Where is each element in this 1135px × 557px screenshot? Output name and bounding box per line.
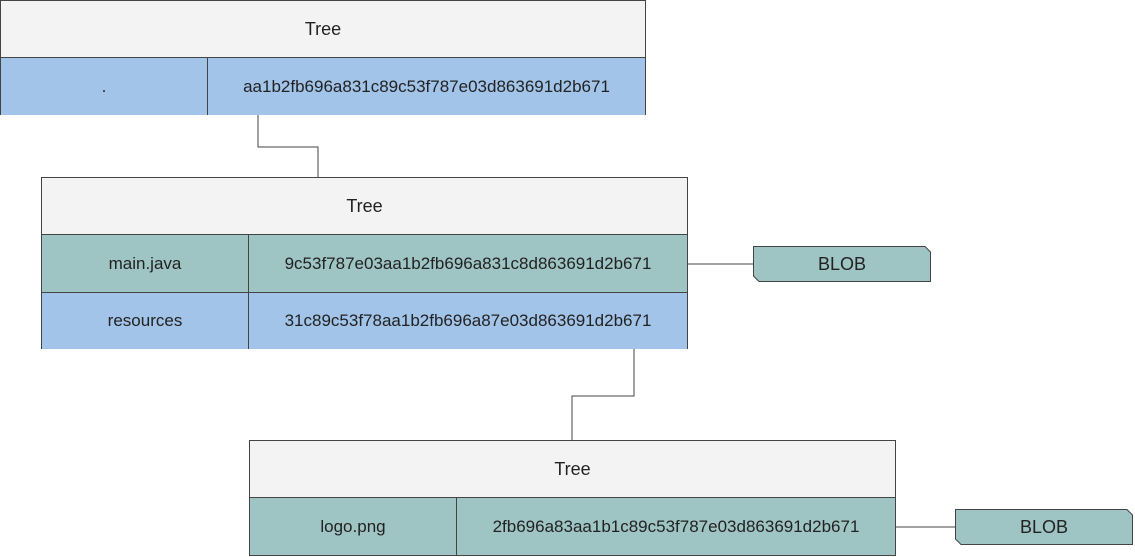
- blob-node-logo-png: BLOB: [955, 509, 1133, 545]
- entry-hash: aa1b2fb696a831c89c53f787e03d863691d2b671: [243, 76, 610, 96]
- entry-name: logo.png: [250, 498, 457, 555]
- entry-name: .: [1, 58, 208, 115]
- entry-hash: 9c53f787e03aa1b2fb696a831c8d863691d2b671: [284, 253, 652, 273]
- tree-entry-row: . aa1b2fb696a831c89c53f787e03d863691d2b6…: [1, 58, 645, 115]
- tree-header: Tree: [42, 178, 687, 235]
- tree-header: Tree: [1, 1, 645, 58]
- entry-hash: 31c89c53f78aa1b2fb696a87e03d863691d2b671: [284, 311, 652, 330]
- entry-name: main.java: [42, 235, 249, 292]
- blob-shape: [955, 509, 1133, 545]
- tree-entry-row: resources 31c89c53f78aa1b2fb696a87e03d86…: [42, 292, 687, 349]
- connector-root-to-src: [257, 114, 319, 178]
- entry-hash: 2fb696a83aa1b1c89c53f787e03d863691d2b671: [492, 516, 860, 536]
- tree-src: Tree main.java 9c53f787e03aa1b2fb696a831…: [41, 177, 688, 349]
- tree-header: Tree: [250, 441, 895, 498]
- blob-entry-row: main.java 9c53f787e03aa1b2fb696a831c8d86…: [42, 235, 687, 292]
- blob-shape: [753, 246, 931, 282]
- blob-node-main-java: BLOB: [753, 246, 931, 282]
- tree-resources: Tree logo.png 2fb696a83aa1b1c89c53f787e0…: [249, 440, 896, 556]
- blob-label: BLOB: [817, 253, 867, 274]
- blob-label: BLOB: [1019, 516, 1069, 537]
- connector-resources-to-tree: [571, 349, 635, 440]
- blob-entry-row: logo.png 2fb696a83aa1b1c89c53f787e03d863…: [250, 498, 895, 555]
- tree-root: Tree . aa1b2fb696a831c89c53f787e03d86369…: [0, 0, 646, 115]
- entry-name: resources: [42, 293, 249, 349]
